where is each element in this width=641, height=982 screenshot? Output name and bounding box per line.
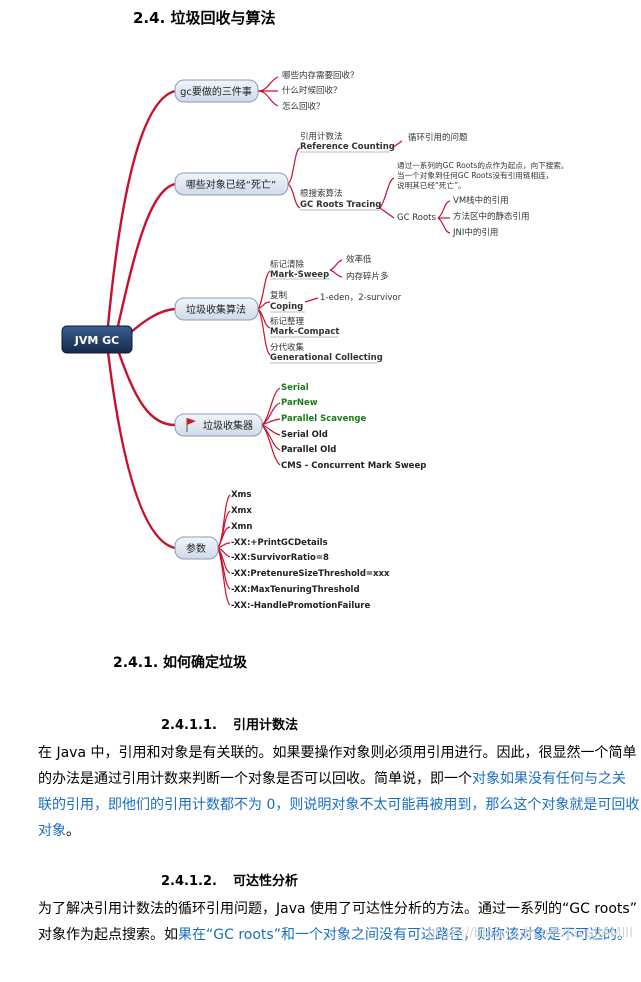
param-item: -XX:+PrintGCDetails (231, 538, 328, 548)
refcount-en: Reference Counting (300, 142, 395, 152)
dead-leaves: 引用计数法 Reference Counting 循环引用的问题 根搜索算法 G… (300, 131, 568, 238)
reach-desc-line: 说明其已经“死亡”。 (397, 180, 466, 190)
collector-item: Serial (281, 383, 309, 393)
leaf-underlines (270, 151, 390, 364)
section-heading-2-4-1-1: 2.4.1.1. 引用计数法 (161, 714, 298, 733)
svg-text:垃圾收集器: 垃圾收集器 (203, 419, 253, 432)
gen-cn: 分代收集 (270, 342, 305, 353)
section-heading-2-4-1-2: 2.4.1.2. 可达性分析 (161, 870, 298, 889)
param-item: Xmn (231, 522, 252, 532)
gen-en: Generational Collecting (270, 353, 383, 363)
jvm-gc-mindmap: JVM GC gc要做的三件事 哪些对象已经“死亡” 垃圾收集算法 垃圾收集器 … (61, 70, 568, 611)
param-item: Xmx (231, 506, 252, 516)
paragraph-line: 为了解决引用计数法的循环引用问题，Java 使用了可达性分析的方法。通过一系列的… (38, 901, 637, 917)
collector-item: Parallel Old (281, 445, 336, 455)
watermark: https://blog.csdn.net/JavaJIAMIII (427, 926, 633, 941)
refcount-cn: 引用计数法 (300, 131, 343, 142)
gc-three-item: 怎么回收？ (282, 101, 325, 112)
node-algo: 垃圾收集算法 (174, 297, 259, 321)
param-item: Xms (231, 490, 251, 500)
gc-roots-item: VM栈中的引用 (453, 195, 509, 206)
gc-roots-item: JNI中的引用 (452, 227, 498, 238)
cp-note: 1-eden，2-survivor (320, 293, 402, 303)
section-number: 2.4.1.1. (161, 718, 217, 733)
reach-desc-line: 当一个对象到任何GC Roots没有引用链相连， (397, 170, 553, 180)
ms-en: Mark-Sweep (270, 270, 329, 280)
collector-item: ParNew (281, 398, 318, 408)
svg-text:参数: 参数 (186, 542, 206, 555)
svg-text:JVM GC: JVM GC (74, 334, 119, 347)
ms-note: 效率低 (346, 254, 372, 265)
ms-note: 内存碎片多 (346, 271, 389, 282)
cp-cn: 复制 (270, 290, 287, 301)
param-item: -XX:MaxTenuringThreshold (231, 585, 360, 595)
algo-leaves: 标记清除 Mark-Sweep 效率低 内存碎片多 复制 Coping 1-ed… (270, 254, 402, 363)
node-dead: 哪些对象已经“死亡” (174, 172, 289, 196)
cp-en: Coping (270, 302, 303, 312)
paragraph-line: 在 Java 中，引用和对象是有关联的。如果要操作对象则必须用引用进行。因此，很… (38, 745, 637, 761)
svg-text:gc要做的三件事: gc要做的三件事 (180, 85, 252, 98)
node-gc-three: gc要做的三件事 (174, 79, 259, 103)
node-collectors: 垃圾收集器 (174, 413, 263, 437)
section-title: 可达性分析 (233, 874, 299, 889)
node-params: 参数 (174, 536, 219, 560)
gc-roots-label: GC Roots (397, 213, 436, 223)
gc-three-item: 什么时候回收？ (282, 85, 342, 96)
refcount-note: 循环引用的问题 (408, 132, 468, 143)
collector-items: Serial ParNew Parallel Scavenge Serial O… (281, 383, 426, 471)
ms-cn: 标记清除 (270, 259, 305, 270)
mc-cn: 标记整理 (270, 316, 305, 327)
paragraph-reference-counting: 在 Java 中，引用和对象是有关联的。如果要操作对象则必须用引用进行。因此，很… (38, 740, 641, 844)
section-title: 引用计数法 (233, 718, 299, 733)
gc-three-items: 哪些内存需要回收？ 什么时候回收？ 怎么回收？ (282, 70, 359, 112)
svg-text:哪些对象已经“死亡”: 哪些对象已经“死亡” (186, 178, 276, 191)
sub-branches (217, 76, 451, 606)
paragraph-line: 联的引用，即他们的引用计数都不为 0，则说明对象不太可能再被用到，那么这个对象就… (38, 797, 640, 813)
collector-item: Serial Old (281, 430, 328, 440)
reach-en: GC Roots Tracing (300, 200, 381, 210)
main-branches (106, 89, 176, 550)
section-number: 2.4.1.2. (161, 874, 217, 889)
section-heading-2-4: 2.4. 垃圾回收与算法 (133, 9, 276, 27)
reach-desc-line: 通过一系列的GC Roots的点作为起点，向下搜索。 (397, 160, 568, 170)
mc-en: Mark-Compact (270, 327, 339, 337)
paragraph-line: 的办法是通过引用计数来判断一个对象是否可以回收。简单说，即一个对象如果没有任何与… (38, 771, 626, 787)
reach-cn: 根搜索算法 (300, 188, 343, 199)
param-item: -XX:-HandlePromotionFailure (231, 601, 370, 611)
section-heading-2-4-1: 2.4.1. 如何确定垃圾 (113, 655, 248, 671)
red-flag-icon (186, 418, 196, 432)
collector-item: CMS - Concurrent Mark Sweep (281, 461, 426, 471)
param-item: -XX:PretenureSizeThreshold=xxx (231, 569, 390, 579)
paragraph-line: 对象作为起点搜索。如果在“GC roots”和一个对象之间没有可达路径，则称该对… (38, 927, 631, 943)
gc-three-item: 哪些内存需要回收？ (282, 70, 359, 81)
param-items: Xms Xmx Xmn -XX:+PrintGCDetails -XX:Surv… (231, 490, 390, 611)
param-item: -XX:SurvivorRatio=8 (231, 553, 329, 563)
gc-roots-item: 方法区中的静态引用 (453, 211, 530, 222)
root-node: JVM GC (61, 325, 133, 354)
paragraph-line: 对象。 (38, 823, 80, 839)
svg-text:垃圾收集算法: 垃圾收集算法 (186, 303, 246, 316)
paragraph-reachability: 为了解决引用计数法的循环引用问题，Java 使用了可达性分析的方法。通过一系列的… (38, 896, 641, 948)
collector-item: Parallel Scavenge (281, 414, 366, 424)
